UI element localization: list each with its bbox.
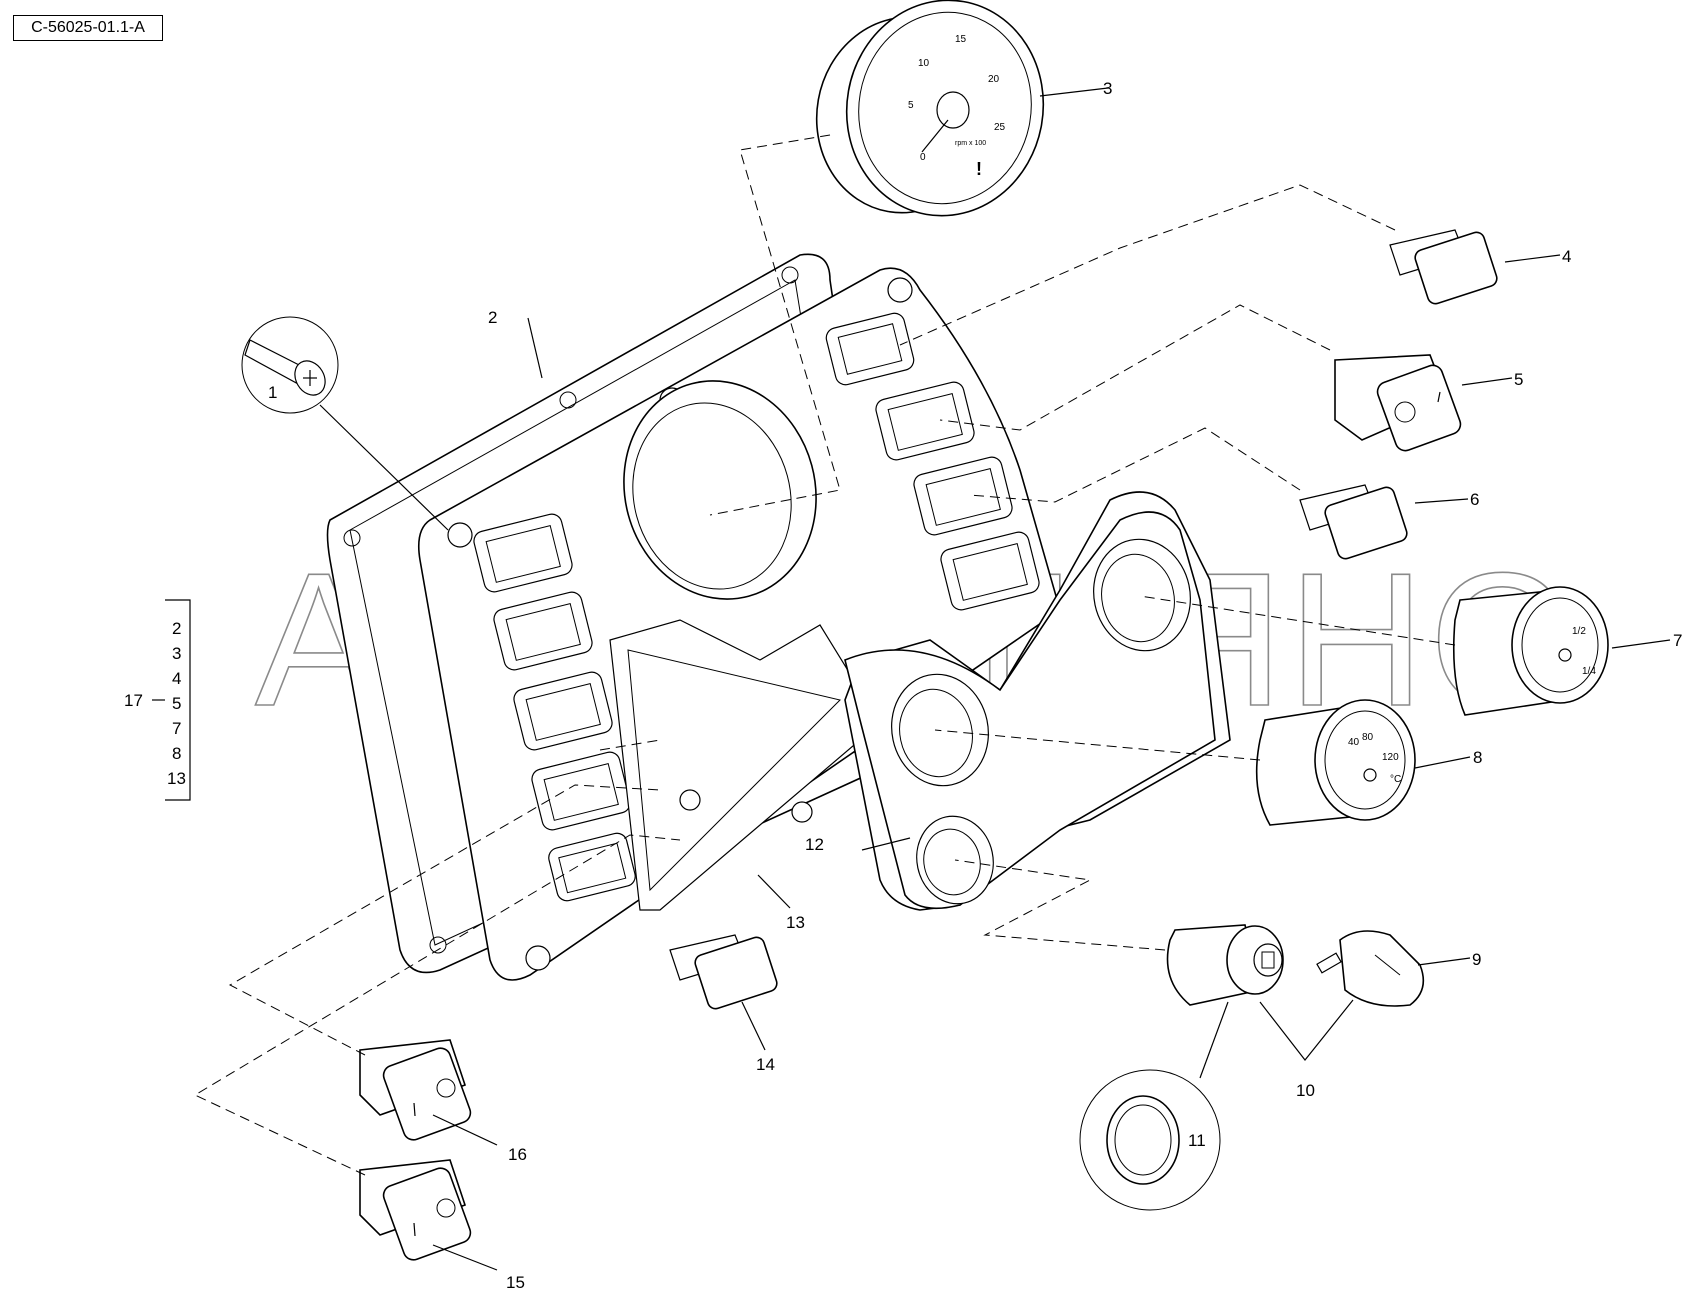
assembly-dash-lines xyxy=(193,134,1456,1176)
fuel-gauge: 1/2 1/4 xyxy=(1453,586,1609,716)
callout-6: 6 xyxy=(1470,490,1479,509)
tachometer: 0 5 10 15 20 25 rpm x 100 ! xyxy=(815,0,1045,217)
callout-13: 13 xyxy=(786,913,805,932)
fuel-gauge-mid: 1/2 xyxy=(1572,626,1586,637)
callout-12: 12 xyxy=(805,835,824,854)
callout-14: 14 xyxy=(756,1055,775,1074)
rocker-switch-16 xyxy=(359,1039,472,1141)
leader-lines xyxy=(152,87,1671,1271)
tacho-warning: ! xyxy=(976,159,982,179)
callout-16: 16 xyxy=(508,1145,527,1164)
left-switch-slots xyxy=(473,513,636,902)
drawing-code-label: C-56025-01.1-A xyxy=(13,15,163,41)
tacho-scale-15: 15 xyxy=(955,34,967,45)
gauge-bezel xyxy=(844,491,1231,911)
assembly-17-item-7: 13 xyxy=(167,769,186,788)
tacho-scale-20: 20 xyxy=(988,74,1000,85)
callout-8: 8 xyxy=(1473,748,1482,767)
tacho-scale-25: 25 xyxy=(994,122,1006,133)
callout-7: 7 xyxy=(1673,631,1682,650)
tacho-scale-10: 10 xyxy=(918,58,930,69)
ignition-knob xyxy=(1316,930,1425,1007)
ignition-switch xyxy=(1166,924,1284,1006)
assembly-17-item-5: 7 xyxy=(172,719,181,738)
temperature-gauge: 40 80 120 °C xyxy=(1255,699,1416,826)
tacho-unit: rpm x 100 xyxy=(955,140,986,147)
callout-5: 5 xyxy=(1514,370,1523,389)
callout-11: 11 xyxy=(1188,1131,1206,1150)
rocker-switch-5 xyxy=(1334,354,1462,452)
assembly-17-item-4: 5 xyxy=(172,694,181,713)
fuel-gauge-full: 1/4 xyxy=(1582,666,1596,677)
assembly-17-item-2: 3 xyxy=(172,644,181,663)
callout-10: 10 xyxy=(1296,1081,1315,1100)
blank-plug-6 xyxy=(1299,484,1408,560)
right-switch-slots xyxy=(825,312,1040,611)
screw xyxy=(241,316,339,414)
callout-4: 4 xyxy=(1562,247,1571,266)
callout-2: 2 xyxy=(488,308,497,327)
rocker-switch-15 xyxy=(359,1159,472,1261)
retaining-ring xyxy=(1079,1069,1221,1211)
callout-1: 1 xyxy=(268,383,277,402)
callout-9: 9 xyxy=(1472,950,1481,969)
temp-scale-120: 120 xyxy=(1382,752,1399,763)
main-panel xyxy=(417,267,1061,981)
callout-labels: 1 2 3 4 5 6 7 8 9 10 11 12 13 14 15 16 1… xyxy=(124,79,1682,1292)
tacho-scale-5: 5 xyxy=(908,100,914,111)
temp-scale-40: 40 xyxy=(1348,737,1360,748)
callout-3: 3 xyxy=(1103,79,1112,98)
blank-plug-4 xyxy=(1389,229,1498,305)
tacho-scale-0: 0 xyxy=(920,152,926,163)
assembly-17-item-3: 4 xyxy=(172,669,181,688)
temp-unit: °C xyxy=(1390,774,1401,785)
assembly-17-item-1: 2 xyxy=(172,619,181,638)
callout-15: 15 xyxy=(506,1273,525,1292)
temp-scale-80: 80 xyxy=(1362,732,1374,743)
assembly-17-item-6: 8 xyxy=(172,744,181,763)
callout-17: 17 xyxy=(124,691,143,710)
blank-plug-14 xyxy=(669,934,778,1010)
